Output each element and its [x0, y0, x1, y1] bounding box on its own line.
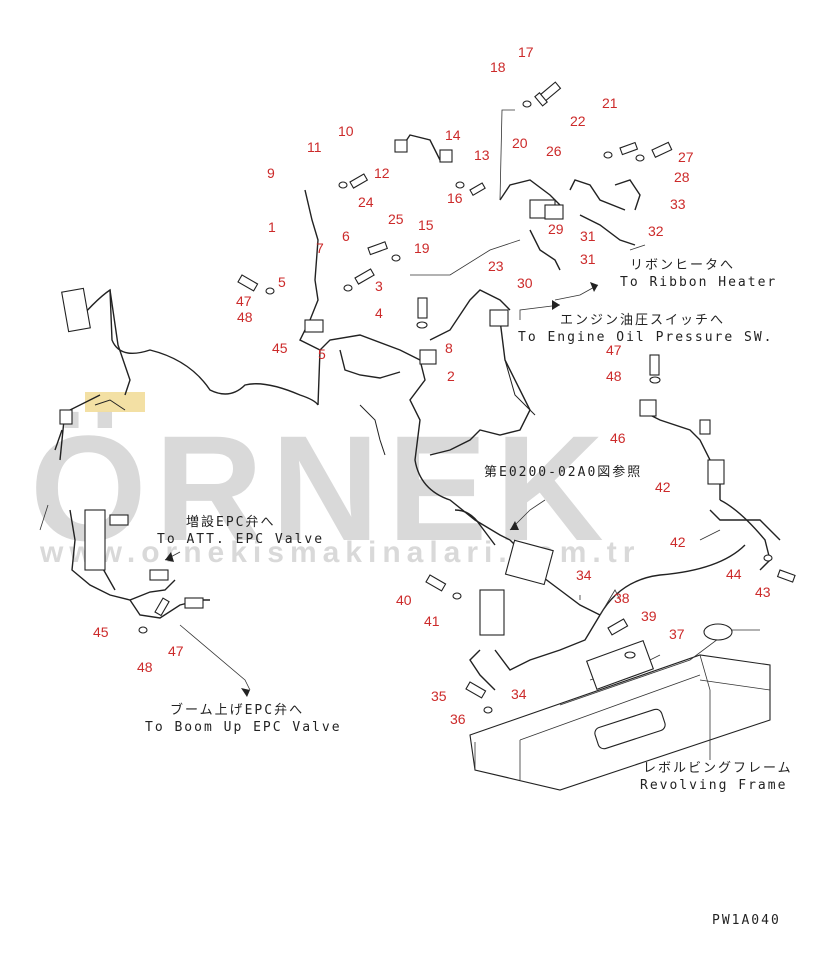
callout-29: 29 [548, 221, 564, 237]
callout-47a: 47 [236, 293, 252, 309]
frame-label-en: Revolving Frame [640, 778, 787, 793]
ribbon-heater-label-en: To Ribbon Heater [620, 275, 777, 290]
callout-42a: 42 [655, 479, 671, 495]
leader-lines [39, 109, 721, 691]
callout-28: 28 [674, 169, 690, 185]
callout-12: 12 [374, 165, 390, 181]
callout-24: 24 [358, 194, 374, 210]
callout-48c: 48 [137, 659, 153, 675]
callout-18: 18 [490, 59, 506, 75]
callout-27: 27 [678, 149, 694, 165]
callout-31a: 31 [580, 228, 596, 244]
callout-33: 33 [670, 196, 686, 212]
ribbon-heater-label-jp: リボンヒータへ [630, 258, 735, 273]
callout-8: 8 [445, 340, 453, 356]
callout-34b: 34 [511, 686, 527, 702]
callout-11: 11 [307, 139, 322, 155]
callout-30: 30 [517, 275, 533, 291]
boom-epc-label-jp: ブーム上げEPC弁へ [170, 702, 304, 718]
callout-46: 46 [610, 430, 626, 446]
callout-39: 39 [641, 608, 657, 624]
callout-48a: 48 [237, 309, 253, 325]
callout-47b: 47 [606, 342, 622, 358]
callout-10: 10 [338, 123, 354, 139]
callout-22: 22 [570, 113, 586, 129]
callout-4: 4 [375, 305, 383, 321]
callout-42b: 42 [670, 534, 686, 550]
reference-label-jp: 第E0200-02A0図参照 [484, 464, 642, 480]
callout-31b: 31 [580, 251, 596, 267]
callout-36: 36 [450, 711, 466, 727]
callout-19: 19 [414, 240, 430, 256]
arrows [165, 282, 598, 697]
callout-5a: 5 [278, 274, 286, 290]
watermark: ÖRNEK www.ornekismakinalari.com.tr [30, 392, 634, 572]
callout-35: 35 [431, 688, 447, 704]
callout-2: 2 [447, 368, 455, 384]
att-epc-label-en: To ATT. EPC Valve [157, 532, 324, 547]
callout-21: 21 [602, 95, 618, 111]
callout-32: 32 [648, 223, 664, 239]
callout-45a: 45 [272, 340, 288, 356]
oil-pressure-label-en: To Engine Oil Pressure SW. [518, 330, 774, 345]
harness-wires [54, 134, 781, 691]
callout-1: 1 [268, 219, 276, 235]
oil-pressure-label-jp: エンジン油圧スイッチへ [560, 313, 725, 328]
revolving-frame [469, 623, 771, 791]
callout-13: 13 [474, 147, 490, 163]
callout-48b: 48 [606, 368, 622, 384]
callout-34a: 34 [576, 567, 592, 583]
callout-26: 26 [546, 143, 562, 159]
watermark-accent [85, 392, 145, 412]
callout-9: 9 [267, 165, 275, 181]
callout-44: 44 [726, 566, 742, 582]
fasteners [138, 81, 796, 714]
destination-labels: リボンヒータへ To Ribbon Heater エンジン油圧スイッチへ To … [145, 258, 793, 928]
callout-45b: 45 [93, 624, 109, 640]
watermark-brand: ÖRNEK [30, 404, 612, 572]
callout-3: 3 [375, 278, 383, 294]
frame-label-jp: レボルビングフレーム [643, 761, 793, 776]
callouts: 17 18 21 22 10 14 20 11 13 26 27 9 12 28… [93, 44, 771, 727]
callout-41: 41 [424, 613, 440, 629]
callout-40: 40 [396, 592, 412, 608]
callout-14: 14 [445, 127, 461, 143]
callout-23: 23 [488, 258, 504, 274]
callout-20: 20 [512, 135, 528, 151]
callout-47c: 47 [168, 643, 184, 659]
callout-16: 16 [447, 190, 463, 206]
callout-25: 25 [388, 211, 404, 227]
att-epc-label-jp: 増設EPC弁へ [186, 514, 275, 530]
boom-epc-label-en: To Boom Up EPC Valve [145, 720, 342, 735]
callout-7: 7 [316, 240, 324, 256]
components [59, 139, 725, 691]
callout-37: 37 [669, 626, 685, 642]
callout-15: 15 [418, 217, 434, 233]
callout-5b: 5 [318, 346, 326, 362]
callout-43: 43 [755, 584, 771, 600]
callout-6: 6 [342, 228, 350, 244]
callout-17: 17 [518, 44, 534, 60]
callout-38: 38 [614, 590, 630, 606]
drawing-code: PW1A040 [712, 913, 781, 928]
